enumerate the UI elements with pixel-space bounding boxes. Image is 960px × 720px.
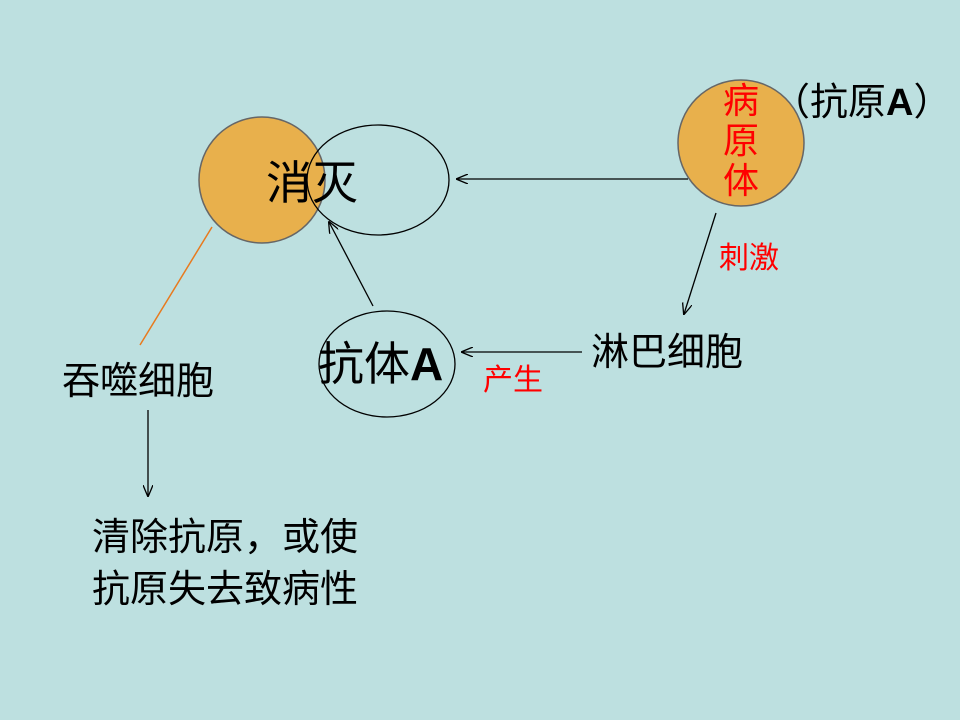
antigen-note-suffix: ） (913, 80, 952, 124)
antibody-ellipse (318, 310, 456, 418)
antigen-note: （抗原A） (772, 83, 951, 122)
antibody-label: 抗体A (318, 341, 443, 387)
stimulate-label: 刺激 (719, 241, 779, 276)
antibody-label-prefix: 抗体 (318, 337, 410, 391)
phagocyte-label: 吞噬细胞 (62, 359, 215, 403)
phagocyte-link-line (139, 226, 213, 346)
pathogen-cell-circle (677, 79, 805, 207)
antibody-to-eliminate-arrow (329, 222, 374, 307)
produce-label: 产生 (483, 363, 543, 398)
result-line-1: 清除抗原，或使 (92, 515, 359, 559)
result-line-2: 抗原失去致病性 (92, 567, 359, 611)
eliminate-label: 消灭 (266, 156, 358, 210)
antibody-label-letter: A (410, 338, 444, 390)
eliminate-ellipse (306, 124, 450, 236)
lymphocyte-label: 淋巴细胞 (591, 330, 744, 374)
pathogen-label: 病原体 (722, 81, 759, 202)
pathogen-to-lymphocyte-arrow (684, 212, 717, 314)
antigen-note-prefix: （抗原 (772, 80, 887, 124)
antigen-note-letter: A (886, 82, 914, 124)
phagocyte-cell-circle (198, 116, 326, 244)
